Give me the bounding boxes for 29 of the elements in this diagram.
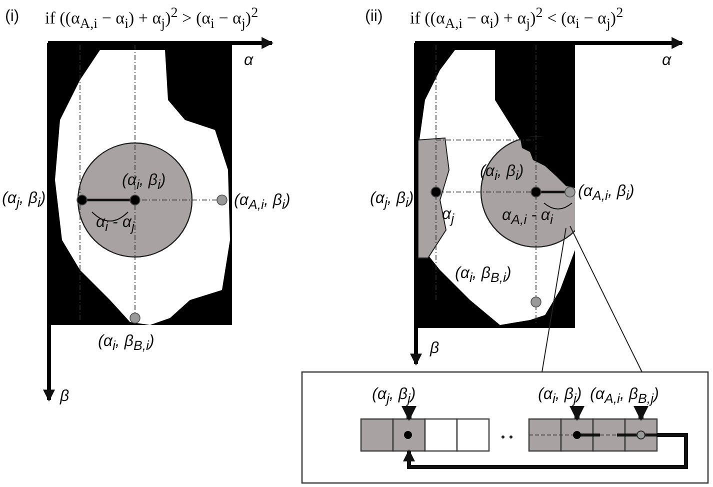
coordinate-label: (α$_{i}$, β$_{j}$) (538, 386, 582, 407)
coordinate-label: (α$_{j}$, β$_{i}$) (2, 190, 46, 211)
array-cell (528, 418, 562, 452)
coordinate-label: (α$_{i}$, β$_{i}$) (122, 172, 166, 193)
array-cell (560, 418, 594, 452)
coordinate-label: (α$_{j}$, β$_{j}$) (372, 386, 416, 407)
array-cell (592, 418, 626, 452)
coordinate-label: (α$_{A,i}$, β$_{B,j}$) (590, 386, 659, 407)
axis-label: β (60, 388, 70, 406)
coordinate-label: (α$_{i}$, β$_{B,i}$) (455, 265, 512, 286)
arrow (402, 406, 416, 421)
panel-number: (i) (5, 8, 20, 26)
axis-label: α (662, 52, 672, 70)
array-cell (360, 418, 394, 452)
array-cell (456, 418, 490, 452)
coordinate-label: (α$_{j}$, β$_{i}$) (370, 190, 414, 211)
coordinate-label: (α$_{A,i}$, β$_{i}$) (234, 192, 290, 213)
arrow (403, 433, 688, 469)
formula: if ((α$_{A,i}$ − α$_{i}$) + α$_{j}$)$^{2}$ < (α$_{i}$ − α$_{j}$)$^{2}$ (410, 6, 624, 33)
panel-number: (ii) (365, 8, 383, 26)
coordinate-label: (α$_{i}$, β$_{B,i}$) (98, 333, 154, 354)
arrow (570, 406, 584, 421)
array-cell (424, 418, 458, 452)
coordinate-label: (α$_{A,i}$, β$_{i}$) (578, 183, 634, 204)
formula: if ((α$_{A,i}$ − α$_{i}$) + α$_{j}$)$^{2}$ > (α$_{i}$ − α$_{j}$)$^{2}$ (45, 6, 258, 33)
axis-label: α (244, 52, 254, 70)
arrow (634, 406, 648, 421)
axis-label: β (430, 340, 440, 358)
array-cell (392, 418, 426, 452)
